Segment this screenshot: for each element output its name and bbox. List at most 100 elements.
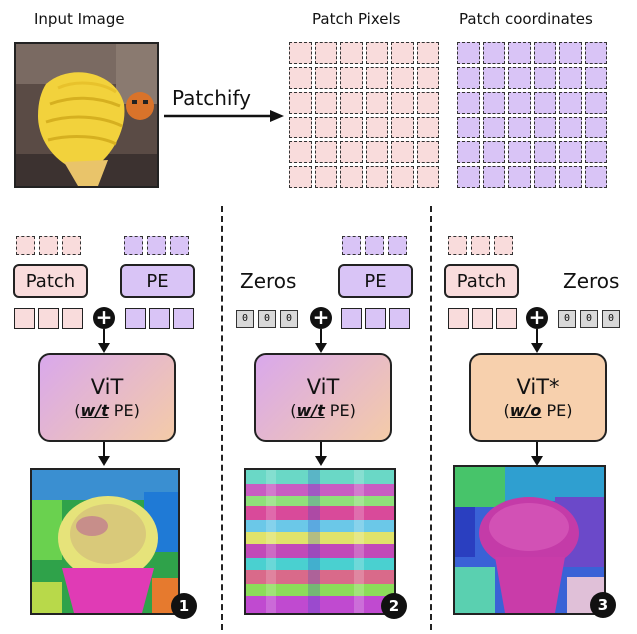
arrow-down-icon — [98, 329, 110, 353]
patch-box: Patch — [13, 264, 88, 298]
patch-cell — [416, 141, 439, 164]
zero-cell: 0 — [280, 310, 298, 328]
badge-1: 1 — [171, 593, 197, 619]
patch-cell — [508, 66, 531, 89]
patch-cell — [391, 91, 414, 114]
patch-cell — [508, 116, 531, 139]
patch-cell — [482, 116, 505, 139]
token-cell — [14, 308, 35, 329]
badge-3: 3 — [590, 592, 616, 618]
patch-cell — [314, 141, 337, 164]
vit-box: ViT (w/t PE) — [254, 353, 392, 442]
output-image-2 — [244, 468, 396, 615]
patch-cell — [482, 42, 505, 64]
patch-cell — [340, 141, 363, 164]
patch-cell — [289, 66, 312, 89]
patch-cell — [416, 166, 439, 188]
patch-cell — [533, 42, 556, 64]
patch-cell — [584, 166, 607, 188]
patch-label: Patch — [25, 270, 76, 292]
patch-cell — [314, 91, 337, 114]
patch-pixels-grid — [289, 42, 439, 188]
patch-cell — [314, 116, 337, 139]
patch-cell — [314, 166, 337, 188]
arrow-down-icon — [315, 442, 327, 466]
token-dotted-cell — [388, 236, 407, 255]
vit-subtitle: (w/o PE) — [503, 400, 573, 420]
plus-icon: + — [526, 307, 548, 329]
patch-cell — [289, 166, 312, 188]
zero-cell: 0 — [580, 310, 598, 328]
zero-cell: 0 — [558, 310, 576, 328]
patch-cell — [508, 91, 531, 114]
token-dotted-cell — [365, 236, 384, 255]
patch-cell — [391, 66, 414, 89]
patch-cell — [416, 42, 439, 64]
patch-cell — [559, 42, 582, 64]
vit-title: ViT* — [516, 374, 560, 399]
vit-box: ViT (w/t PE) — [38, 353, 176, 442]
patch-cell — [457, 166, 480, 188]
patch-cell — [533, 116, 556, 139]
arrow-down-icon — [531, 442, 543, 466]
arrow-down-icon — [531, 329, 543, 353]
patch-cell — [289, 91, 312, 114]
patch-cell — [365, 166, 388, 188]
patch-cell — [533, 91, 556, 114]
vit-subtitle: (w/t PE) — [74, 400, 140, 420]
patch-cell — [365, 116, 388, 139]
patch-cell — [584, 42, 607, 64]
patch-cell — [482, 141, 505, 164]
patch-cell — [457, 91, 480, 114]
patch-cell — [508, 42, 531, 64]
patch-cell — [533, 66, 556, 89]
patch-cell — [365, 42, 388, 64]
vit-title: ViT — [306, 374, 340, 399]
token-cell — [341, 308, 362, 329]
patch-cell — [391, 42, 414, 64]
patch-cell — [457, 116, 480, 139]
vit-subtitle: (w/t PE) — [290, 400, 356, 420]
token-dotted-cell — [62, 236, 81, 255]
patch-cell — [289, 116, 312, 139]
patch-box: Patch — [444, 264, 519, 298]
patch-cell — [340, 42, 363, 64]
panel-divider — [430, 206, 432, 630]
patch-cell — [416, 91, 439, 114]
token-dotted-cell — [494, 236, 513, 255]
token-cell — [173, 308, 194, 329]
patch-cell — [482, 66, 505, 89]
zero-cell: 0 — [602, 310, 620, 328]
patch-cell — [416, 66, 439, 89]
zeros-label: Zeros — [240, 269, 297, 293]
arrow-down-icon — [98, 442, 110, 466]
patchify-label: Patchify — [172, 86, 252, 110]
patch-cell — [391, 166, 414, 188]
token-dotted-cell — [448, 236, 467, 255]
vit-box: ViT* (w/o PE) — [469, 353, 607, 442]
panel-divider — [221, 206, 223, 630]
patch-cell — [559, 91, 582, 114]
plus-icon: + — [310, 307, 332, 329]
patch-cell — [584, 141, 607, 164]
zero-cell: 0 — [258, 310, 276, 328]
patch-coordinates-label: Patch coordinates — [459, 10, 593, 28]
patchify-arrow — [164, 110, 284, 122]
arrow-down-icon — [315, 329, 327, 353]
ice-cream-photo — [16, 44, 157, 186]
patch-cell — [584, 116, 607, 139]
plus-icon: + — [93, 307, 115, 329]
token-dotted-cell — [342, 236, 361, 255]
token-cell — [472, 308, 493, 329]
badge-2: 2 — [381, 593, 407, 619]
pe-box: PE — [120, 264, 195, 298]
patch-cell — [340, 91, 363, 114]
patch-cell — [365, 66, 388, 89]
token-cell — [38, 308, 59, 329]
patch-cell — [457, 66, 480, 89]
token-cell — [62, 308, 83, 329]
patch-cell — [289, 42, 312, 64]
pe-label: PE — [364, 270, 387, 292]
patch-cell — [391, 116, 414, 139]
patch-cell — [533, 141, 556, 164]
